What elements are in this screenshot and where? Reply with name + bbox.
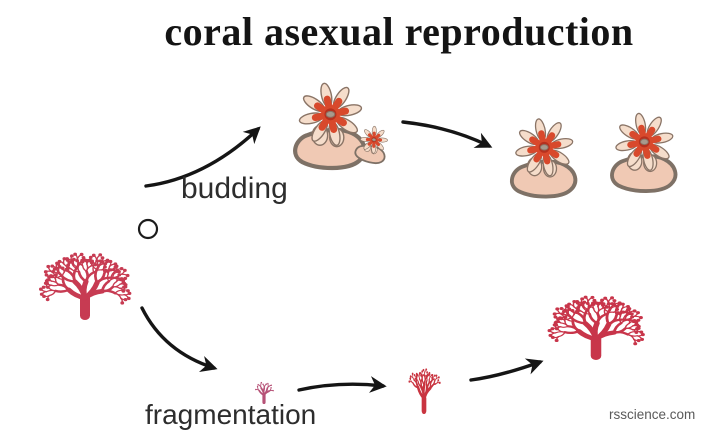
growing-fragment (408, 368, 441, 414)
coral-fragment (255, 381, 274, 404)
two-daughter-polyps (499, 108, 691, 209)
parent-coral-colony (39, 252, 132, 320)
regrown-coral-colony (547, 295, 645, 360)
arrow-fragment-regrown (469, 358, 544, 382)
bud-annotation-circle-icon (137, 218, 159, 240)
budding-label: budding (181, 172, 288, 205)
arrow-fragment-growth (297, 376, 387, 393)
fragmentation-label: fragmentation (145, 399, 317, 430)
watermark: rsscience.com (609, 407, 696, 422)
polyp-with-bud (281, 82, 393, 186)
arrow-budding-result (401, 120, 493, 148)
page-title: coral asexual reproduction (164, 9, 634, 54)
